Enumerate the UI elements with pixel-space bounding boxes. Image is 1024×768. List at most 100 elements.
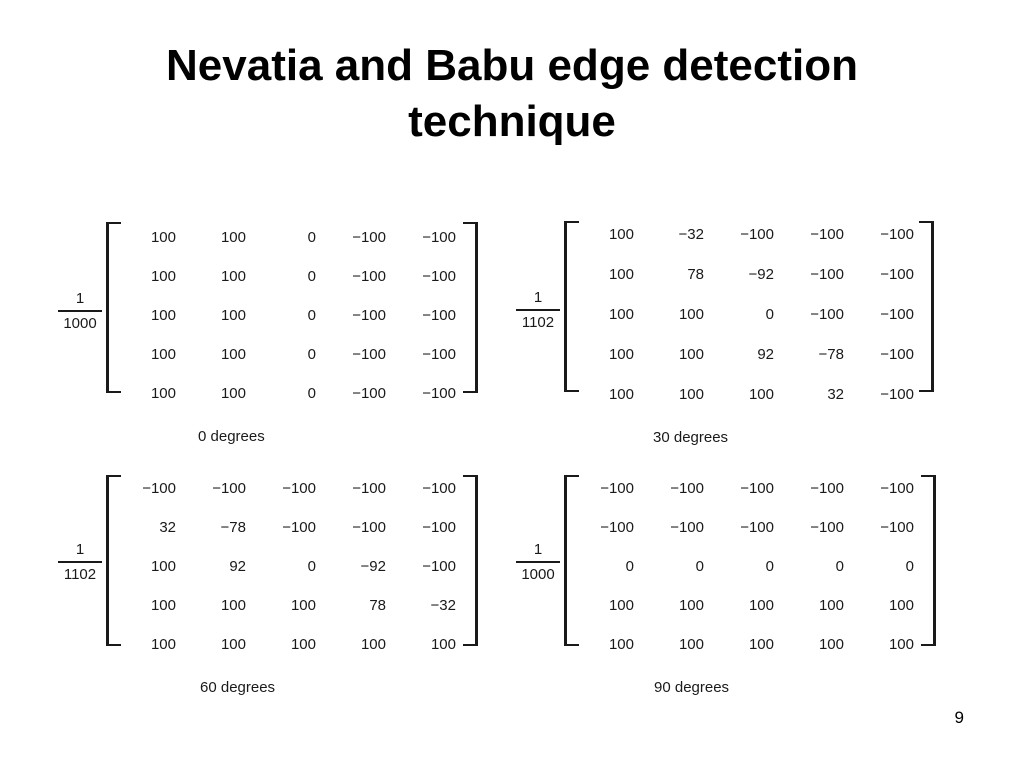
matrix-cell: 100 <box>150 346 176 363</box>
matrix-cell: 100 <box>150 385 176 402</box>
matrix-cell: 100 <box>748 597 774 614</box>
matrix-cell: 100 <box>608 636 634 653</box>
kernel-matrix: 100 −32 −100 −100 −100 100 78 −92 −100 −… <box>564 215 914 415</box>
matrix-cell: −92 <box>360 558 386 575</box>
matrix-cell: 78 <box>369 597 386 614</box>
slide-title: Nevatia and Babu edge detection techniqu… <box>0 38 1024 150</box>
matrix-cell: 100 <box>220 597 246 614</box>
matrix-cell: 100 <box>608 266 634 283</box>
matrix-cell: −100 <box>352 346 386 363</box>
matrix-cell: −100 <box>880 306 914 323</box>
matrix-cell: −32 <box>430 597 456 614</box>
matrix-cell: 100 <box>748 636 774 653</box>
matrix-cell: −100 <box>352 519 386 536</box>
matrix-cell: −100 <box>422 346 456 363</box>
matrix-cell: 100 <box>220 346 246 363</box>
matrix-cell: −100 <box>880 519 914 536</box>
fraction-bar <box>58 561 102 563</box>
kernel-matrix: −100 −100 −100 −100 −100 −100 −100 −100 … <box>564 469 914 664</box>
matrix-cell: 100 <box>608 346 634 363</box>
matrix-cell: −100 <box>740 519 774 536</box>
matrix-cell: 0 <box>307 229 316 246</box>
matrix-cell: 0 <box>765 306 774 323</box>
matrix-cell: 100 <box>818 597 844 614</box>
kernel-matrix: 100 100 0 −100 −100 100 100 0 −100 −100 … <box>106 218 456 413</box>
matrix-cell: −100 <box>282 480 316 497</box>
kernel-0-degrees: 1 1000 100 100 0 −100 −100 100 100 0 −10… <box>58 218 498 468</box>
matrix-cell: 100 <box>678 386 704 403</box>
matrix-cell: −100 <box>600 480 634 497</box>
matrix-cell: 32 <box>827 386 844 403</box>
matrix-cell: 100 <box>220 268 246 285</box>
kernel-matrix: −100 −100 −100 −100 −100 32 −78 −100 −10… <box>106 469 456 664</box>
fraction-denominator: 1102 <box>521 313 555 331</box>
matrix-left-bracket <box>564 221 579 392</box>
matrix-cell: 100 <box>220 636 246 653</box>
fraction-numerator: 1 <box>533 541 543 558</box>
matrix-cell: −100 <box>600 519 634 536</box>
matrix-cell: 78 <box>687 266 704 283</box>
matrix-cell: −100 <box>670 519 704 536</box>
normalization-fraction: 1 1102 <box>58 541 102 584</box>
slide-title-line-1: Nevatia and Babu edge detection <box>166 41 858 90</box>
matrix-cell: 100 <box>290 597 316 614</box>
matrix-cell: 92 <box>757 346 774 363</box>
matrix-cell: 100 <box>220 307 246 324</box>
matrix-cell: 100 <box>150 229 176 246</box>
matrix-cell: −100 <box>422 307 456 324</box>
matrix-cell: −100 <box>422 558 456 575</box>
matrix-cell: −100 <box>670 480 704 497</box>
matrix-cell: 0 <box>307 346 316 363</box>
matrix-cell: 100 <box>150 268 176 285</box>
normalization-fraction: 1 1102 <box>516 289 560 332</box>
matrix-cell: 100 <box>360 636 386 653</box>
matrix-cell: 0 <box>625 558 634 575</box>
matrix-cell: 100 <box>150 558 176 575</box>
slide-title-line-2: technique <box>408 97 616 146</box>
kernel-60-degrees: 1 1102 −100 −100 −100 −100 −100 32 −78 −… <box>58 469 498 719</box>
matrix-cell: 100 <box>608 306 634 323</box>
matrix-cell: −100 <box>810 519 844 536</box>
fraction-numerator: 1 <box>75 541 85 558</box>
matrix-cell: −100 <box>880 480 914 497</box>
kernel-30-degrees: 1 1102 100 −32 −100 −100 −100 100 78 −92… <box>516 215 956 465</box>
matrix-cell: 0 <box>307 385 316 402</box>
matrix-cell: −100 <box>810 226 844 243</box>
matrix-cell: −78 <box>818 346 844 363</box>
normalization-fraction: 1 1000 <box>58 290 102 333</box>
matrix-cell: 100 <box>678 306 704 323</box>
matrix-cell: −100 <box>422 480 456 497</box>
normalization-fraction: 1 1000 <box>516 541 560 584</box>
matrix-cell: 92 <box>229 558 246 575</box>
matrix-cell: −100 <box>740 226 774 243</box>
matrix-right-bracket <box>921 475 936 646</box>
matrix-cell: −100 <box>282 519 316 536</box>
matrix-cell: 100 <box>888 597 914 614</box>
matrix-cell: 0 <box>905 558 914 575</box>
matrix-right-bracket <box>463 475 478 646</box>
matrix-cell: −92 <box>748 266 774 283</box>
matrix-cell: −100 <box>352 268 386 285</box>
matrix-cell: −100 <box>422 385 456 402</box>
matrix-right-bracket <box>919 221 934 392</box>
matrix-cell: 32 <box>159 519 176 536</box>
matrix-right-bracket <box>463 222 478 393</box>
matrix-cell: 0 <box>765 558 774 575</box>
matrix-cell: 100 <box>220 385 246 402</box>
kernel-caption: 90 degrees <box>654 679 730 696</box>
matrix-left-bracket <box>564 475 579 646</box>
matrix-cell: −100 <box>880 266 914 283</box>
matrix-cell: −100 <box>142 480 176 497</box>
matrix-cell: 0 <box>695 558 704 575</box>
matrix-cell: −100 <box>352 385 386 402</box>
fraction-denominator: 1000 <box>63 314 97 332</box>
matrix-cell: −100 <box>352 307 386 324</box>
matrix-cell: −100 <box>810 480 844 497</box>
matrix-cell: −100 <box>810 266 844 283</box>
matrix-cell: −100 <box>880 386 914 403</box>
matrix-cell: −100 <box>352 229 386 246</box>
matrix-cell: 100 <box>818 636 844 653</box>
matrix-cell: −32 <box>678 226 704 243</box>
matrix-cell: 0 <box>307 307 316 324</box>
matrix-cell: 0 <box>835 558 844 575</box>
